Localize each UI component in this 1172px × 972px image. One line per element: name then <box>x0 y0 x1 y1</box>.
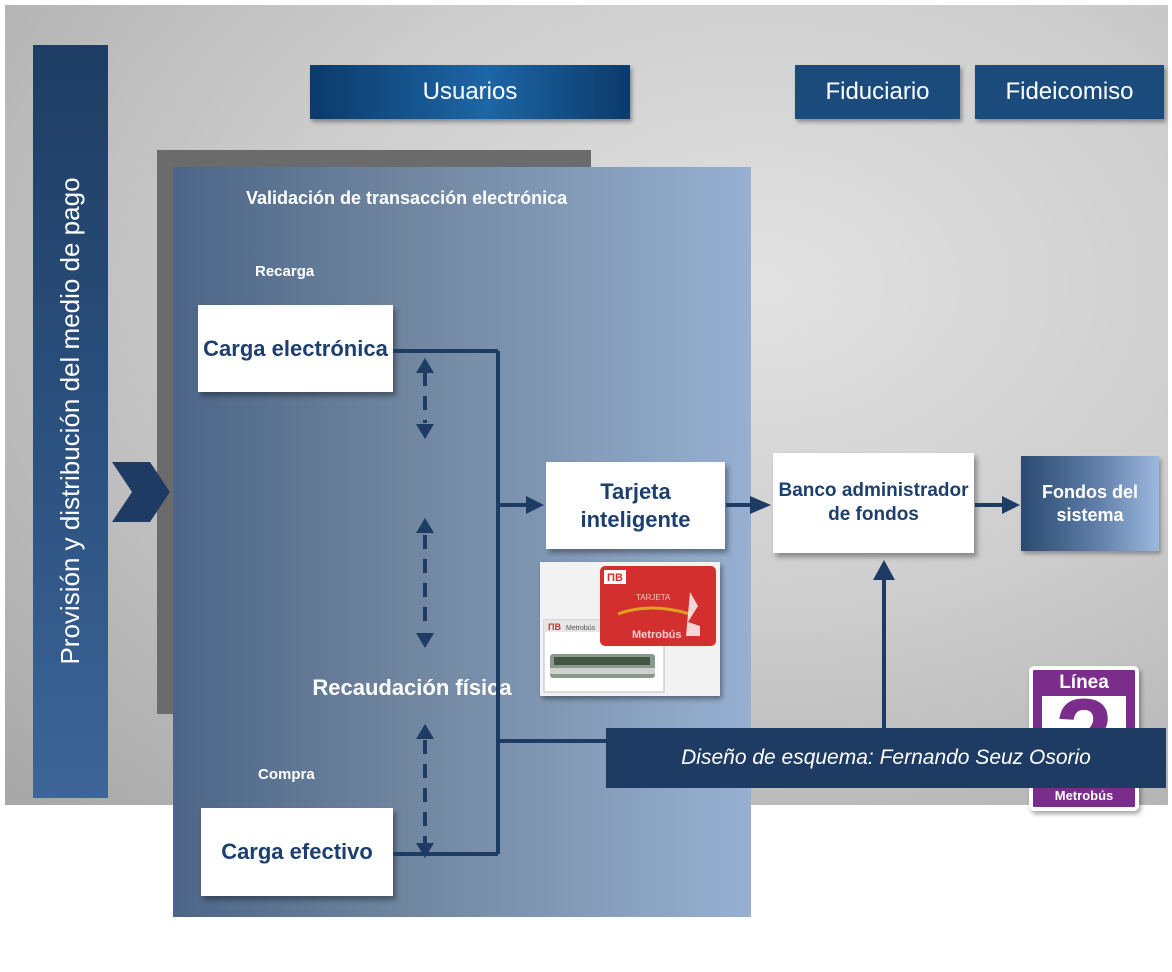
label-recarga: Recarga <box>255 263 315 280</box>
credit-box: Diseño de esquema: Fernando Seuz Osorio <box>606 728 1166 788</box>
arrow-to-tarjeta <box>526 496 544 514</box>
label-compra: Compra <box>258 766 315 783</box>
dashed-arrowheads <box>416 358 434 858</box>
node-tarjeta-inteligente: Tarjeta inteligente <box>546 462 725 549</box>
arrow-up-banco <box>873 560 895 580</box>
card-image-art: ΠB Metrobús ΠB TARJETA Metrobús <box>543 566 716 693</box>
svg-text:ΠB: ΠB <box>607 572 623 584</box>
metrobus-card-image: ΠB Metrobús ΠB TARJETA Metrobús <box>540 562 720 696</box>
node-carga-efectivo: Carga efectivo <box>201 808 393 896</box>
card-image-sub: TARJETA <box>636 593 671 602</box>
card-image-brand: Metrobús <box>632 629 682 641</box>
header-fiduciario: Fiduciario <box>795 65 960 119</box>
logo-metrobus-text: Metrobús <box>1054 788 1114 803</box>
panel-title: Validación de transacción electrónica <box>246 188 568 208</box>
arrow-to-banco <box>750 496 771 514</box>
header-fideicomiso: Fideicomiso <box>975 65 1164 119</box>
svg-text:ΠB: ΠB <box>548 622 561 632</box>
arrow-to-fondos <box>1002 496 1020 514</box>
node-fondos-del-sistema: Fondos del sistema <box>1021 456 1159 551</box>
node-banco: Banco administrador de fondos <box>773 453 974 553</box>
side-bar <box>33 45 108 798</box>
input-chevron <box>112 462 170 522</box>
label-recaudacion-fisica: Recaudación física <box>312 675 512 700</box>
card-image-brand-small: Metrobús <box>566 625 596 632</box>
logo-linea-text: Línea <box>1059 672 1109 693</box>
header-usuarios: Usuarios <box>310 65 630 119</box>
node-carga-electronica: Carga electrónica <box>198 305 393 392</box>
